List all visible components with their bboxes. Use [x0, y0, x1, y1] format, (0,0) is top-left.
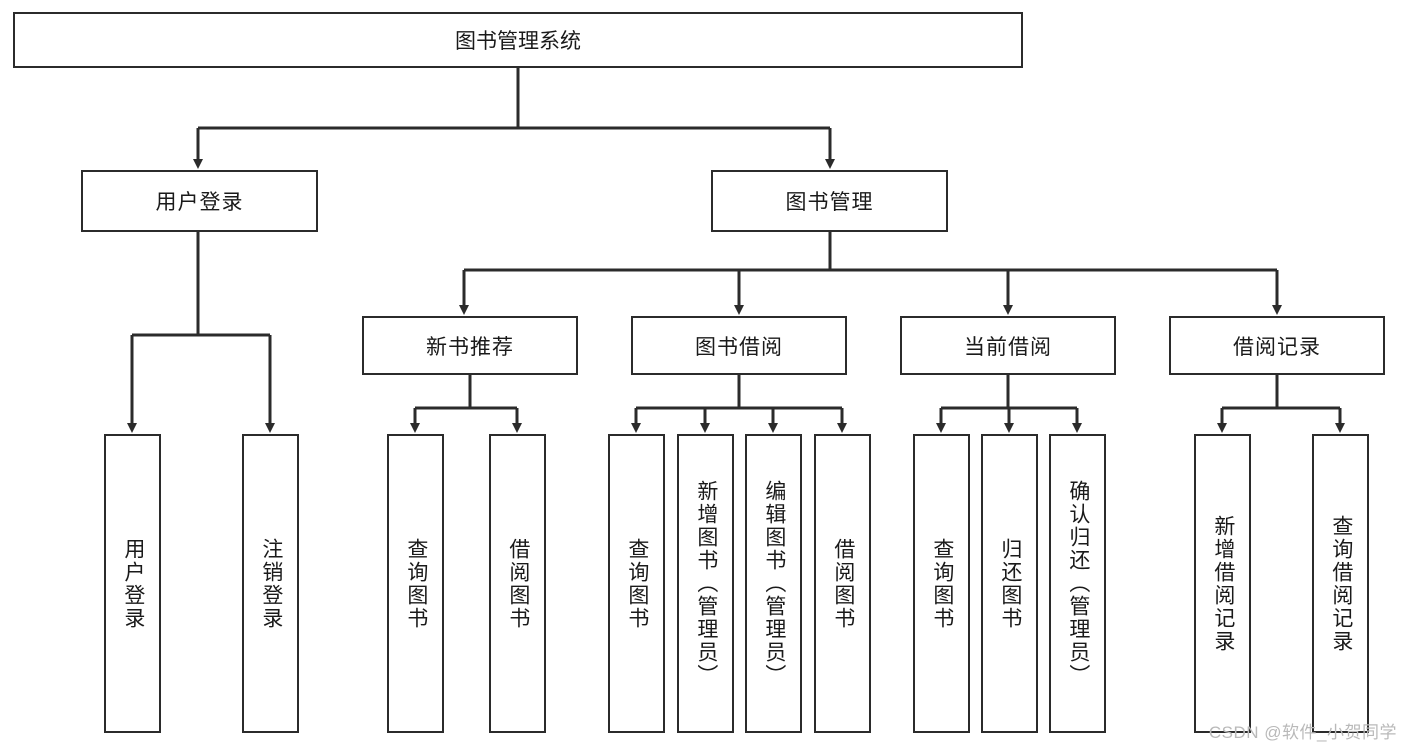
node-book-borrow-label: 图书借阅: [695, 335, 783, 359]
node-user-login[interactable]: 用户登录: [81, 170, 318, 232]
node-borrow-record-label: 借阅记录: [1233, 335, 1321, 359]
node-leaf-query-borrow-record-label: 查询借阅记录: [1329, 514, 1353, 653]
node-leaf-edit-book-admin[interactable]: 编辑图书（管理员）: [745, 434, 802, 733]
node-leaf-logout-login[interactable]: 注销登录: [242, 434, 299, 733]
node-leaf-edit-book-admin-label: 编辑图书（管理员）: [762, 480, 786, 687]
node-leaf-return-book[interactable]: 归还图书: [981, 434, 1038, 733]
node-borrow-record[interactable]: 借阅记录: [1169, 316, 1385, 375]
node-new-book-recommend[interactable]: 新书推荐: [362, 316, 578, 375]
node-leaf-add-borrow-record-label: 新增借阅记录: [1211, 514, 1235, 653]
node-book-manage-label: 图书管理: [785, 191, 874, 214]
node-leaf-confirm-return-admin[interactable]: 确认归还（管理员）: [1049, 434, 1106, 733]
node-book-borrow[interactable]: 图书借阅: [631, 316, 847, 375]
node-leaf-borrow-book-1-label: 借阅图书: [506, 537, 530, 630]
node-leaf-add-book-admin-label: 新增图书（管理员）: [694, 480, 718, 687]
node-new-book-recommend-label: 新书推荐: [426, 335, 514, 359]
node-leaf-confirm-return-admin-label: 确认归还（管理员）: [1066, 480, 1090, 687]
node-leaf-query-book-3-label: 查询图书: [930, 537, 954, 630]
node-leaf-return-book-label: 归还图书: [998, 537, 1022, 630]
node-leaf-add-borrow-record[interactable]: 新增借阅记录: [1194, 434, 1251, 733]
node-leaf-query-book-2[interactable]: 查询图书: [608, 434, 665, 733]
node-current-borrow[interactable]: 当前借阅: [900, 316, 1116, 375]
node-leaf-query-book-2-label: 查询图书: [625, 537, 649, 630]
csdn-watermark: CSDN @软件_小贺同学: [1208, 723, 1397, 742]
node-leaf-user-login[interactable]: 用户登录: [104, 434, 161, 733]
node-leaf-add-book-admin[interactable]: 新增图书（管理员）: [677, 434, 734, 733]
node-leaf-query-book-1-label: 查询图书: [404, 537, 428, 630]
node-leaf-user-login-label: 用户登录: [121, 537, 145, 630]
node-leaf-borrow-book-1[interactable]: 借阅图书: [489, 434, 546, 733]
node-current-borrow-label: 当前借阅: [964, 335, 1052, 359]
node-root-label: 图书管理系统: [455, 30, 581, 53]
node-leaf-query-borrow-record[interactable]: 查询借阅记录: [1312, 434, 1369, 733]
node-user-login-label: 用户登录: [155, 191, 244, 214]
node-leaf-borrow-book-2[interactable]: 借阅图书: [814, 434, 871, 733]
node-book-manage[interactable]: 图书管理: [711, 170, 948, 232]
node-leaf-query-book-3[interactable]: 查询图书: [913, 434, 970, 733]
node-leaf-borrow-book-2-label: 借阅图书: [831, 537, 855, 630]
node-leaf-logout-login-label: 注销登录: [259, 537, 283, 630]
node-leaf-query-book-1[interactable]: 查询图书: [387, 434, 444, 733]
node-root[interactable]: 图书管理系统: [13, 12, 1023, 68]
